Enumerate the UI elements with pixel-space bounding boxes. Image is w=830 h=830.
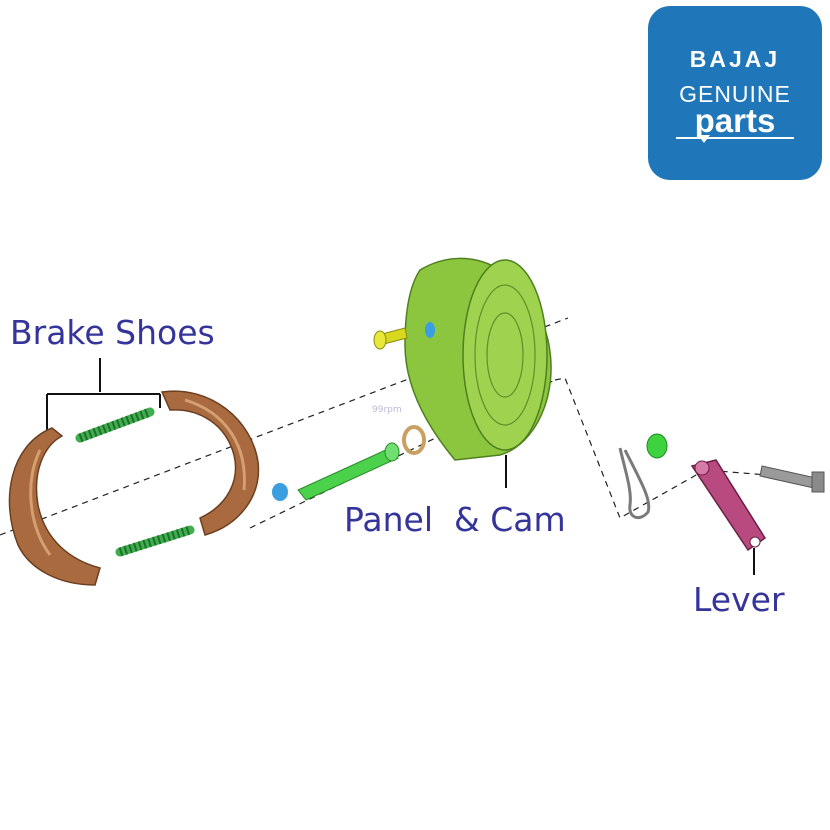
brake-shoe-left — [8, 427, 101, 586]
spring-lower — [115, 525, 195, 557]
watermark: 99rpm — [372, 405, 402, 415]
brake-shoes-label: Brake Shoes — [10, 313, 215, 352]
lever-label: Lever — [693, 580, 785, 619]
anchor-pin — [373, 327, 408, 350]
cam-shaft — [297, 442, 400, 501]
spring-upper — [75, 407, 155, 443]
logo-genuine: GENUINE — [679, 81, 791, 107]
circlip — [272, 483, 288, 501]
logo-parts: parts — [694, 102, 776, 139]
brake-panel — [404, 257, 552, 461]
bajaj-genuine-parts-logo: BAJAJ GENUINE parts — [648, 6, 822, 180]
panel-cam-label: Panel & Cam — [344, 500, 566, 539]
logo-brand: BAJAJ — [689, 46, 781, 72]
brake-shoe-right — [160, 390, 260, 536]
brake-shoes-leader — [46, 358, 161, 430]
lever-bolt — [759, 465, 825, 493]
washer — [402, 425, 426, 455]
brake-lever — [690, 459, 767, 552]
split-pin — [618, 447, 651, 520]
lever-cap — [646, 433, 668, 459]
logo-tick — [698, 135, 710, 143]
logo-underline — [676, 137, 794, 139]
